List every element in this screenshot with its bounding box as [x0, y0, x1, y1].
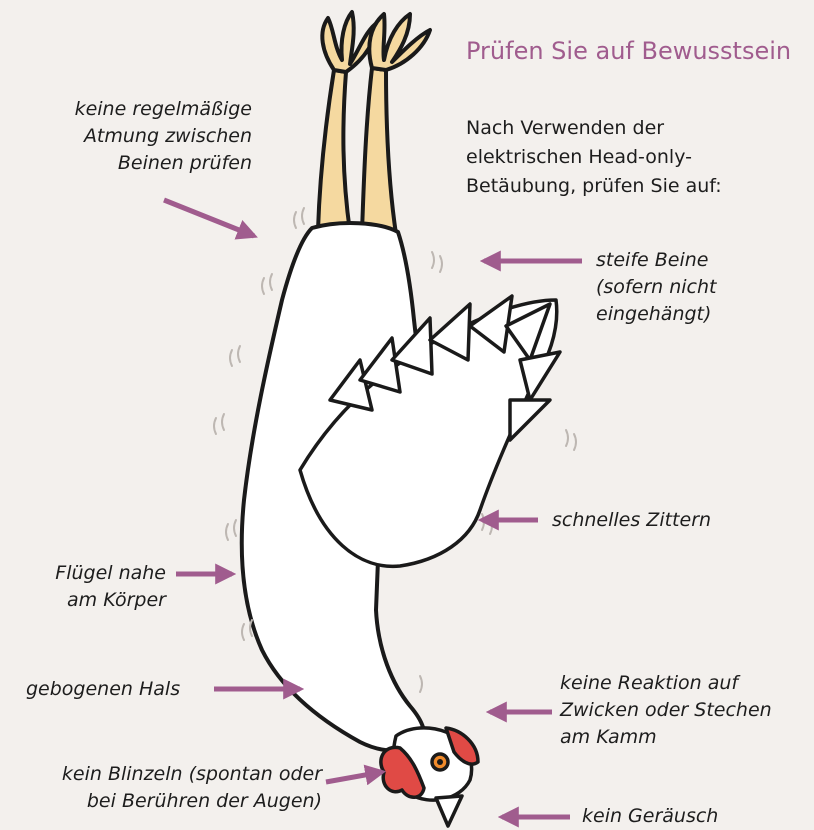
label-tremor: schnelles Zittern	[552, 507, 792, 534]
chicken-head	[381, 728, 478, 826]
page-title: Prüfen Sie auf Bewusstsein	[466, 33, 796, 70]
intro-text: Nach Verwenden der elektrischen Head-onl…	[466, 114, 786, 201]
label-stiff-legs: steife Beine (sofern nicht eingehängt)	[596, 247, 796, 328]
chicken-legs	[318, 12, 430, 234]
label-sound: kein Geräusch	[582, 803, 782, 830]
label-blink: kein Blinzeln (spontan oder bei Berühren…	[6, 761, 322, 815]
label-pinch: keine Reaktion auf Zwicken oder Stechen …	[560, 670, 810, 751]
label-wings: Flügel nahe am Körper	[10, 560, 166, 614]
arrow-breathing	[164, 200, 254, 236]
label-neck: gebogenen Hals	[26, 676, 216, 703]
arrow-blink	[326, 772, 382, 782]
label-breathing: keine regelmäßige Atmung zwischen Beinen…	[24, 96, 252, 177]
